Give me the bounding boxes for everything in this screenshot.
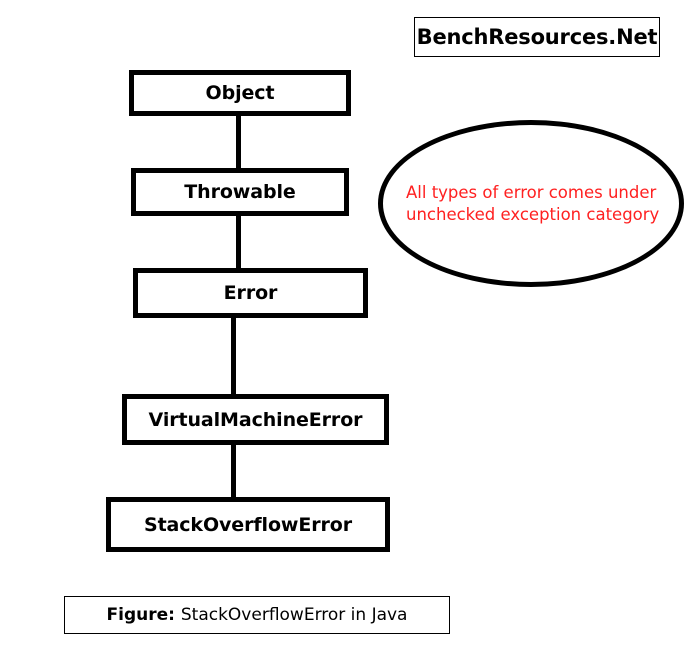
brand-logo-box: BenchResources.Net — [414, 17, 660, 57]
class-node-object: Object — [129, 70, 351, 116]
class-node-virtualmachineerror: VirtualMachineError — [122, 394, 389, 445]
class-node-object-label: Object — [205, 82, 275, 104]
class-node-error-label: Error — [223, 282, 278, 304]
class-node-stackoverflowerror: StackOverflowError — [106, 497, 390, 552]
figure-caption-label: Figure: — [106, 605, 181, 625]
figure-caption-value: StackOverflowError in Java — [180, 605, 408, 625]
connector-object-throwable — [236, 112, 241, 172]
class-node-virtualmachineerror-label: VirtualMachineError — [148, 408, 363, 431]
brand-logo-text: BenchResources.Net — [416, 25, 658, 49]
class-node-throwable-label: Throwable — [184, 181, 296, 203]
class-node-stackoverflowerror-label: StackOverflowError — [143, 513, 352, 536]
class-node-throwable: Throwable — [131, 168, 349, 216]
annotation-ellipse: All types of error comes under unchecked… — [378, 120, 684, 287]
annotation-ellipse-text: All types of error comes under unchecked… — [406, 182, 660, 224]
connector-error-virtualmachineerror — [231, 314, 236, 398]
figure-caption-box: Figure: StackOverflowError in Java — [64, 596, 450, 634]
connector-throwable-error — [236, 212, 241, 272]
connector-virtualmachineerror-stackoverflowerror — [231, 441, 236, 501]
class-node-error: Error — [133, 268, 368, 318]
figure-caption: Figure: StackOverflowError in Java — [107, 605, 408, 625]
